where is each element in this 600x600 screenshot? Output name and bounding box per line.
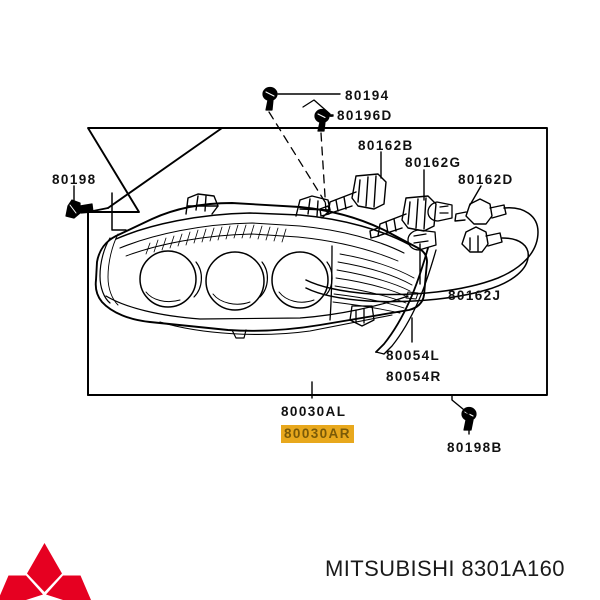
screw-80194-slot [265, 91, 275, 97]
callout-label-80194: 80194 [345, 88, 390, 103]
bezel-swoop-2 [259, 261, 268, 298]
callout-label-80162G: 80162G [405, 155, 462, 170]
callout-label-80162B: 80162B [358, 138, 414, 153]
leader-80198B-elbow [451, 395, 470, 415]
dashed-leader-80194 [268, 111, 331, 211]
dashed-leader-lines [268, 111, 331, 213]
wire-harness-clip [405, 291, 419, 300]
headlamp-right-divider [329, 245, 333, 321]
headlamp-outer-outline [94, 202, 428, 332]
lens-2-reflector [212, 293, 251, 305]
callout-label-80198: 80198 [52, 172, 97, 187]
bezel-swoop-1 [193, 261, 202, 298]
callout-label-80162D: 80162D [458, 172, 514, 187]
headlamp-upper-trim-band-3 [125, 233, 399, 262]
headlamp-lower-lens-edge [105, 295, 409, 320]
upper-mount-tab-left [185, 193, 219, 215]
wire-harness-upper [305, 207, 539, 296]
headlamp-upper-trim-band-2 [119, 222, 405, 254]
callout-label-80162J: 80162J [448, 288, 502, 303]
projector-lens-2 [205, 251, 265, 311]
border-chamfer-line [107, 127, 223, 209]
logo-diamond-top [27, 543, 62, 592]
callout-label-80030AR: 80030AR [281, 425, 354, 443]
headlamp-left-tip-2 [107, 233, 119, 306]
screw-80198-slot [69, 204, 77, 214]
socket-80162D [454, 198, 507, 225]
wedge-bulb-80162J [407, 229, 437, 251]
footer-brand-and-part-number: MITSUBISHI 8301A160 [325, 556, 565, 581]
headlamp-bottom-edge-detail [159, 314, 393, 335]
callout-label-80030AL: 80030AL [281, 404, 347, 419]
wire-harness-lower [305, 237, 529, 303]
callout-label-80054R: 80054R [386, 369, 442, 384]
projector-lens-3 [271, 251, 329, 309]
headlamp-bottom-tab [231, 329, 247, 339]
socket-80162D-lower [461, 226, 503, 253]
part-80054-trim-strip [375, 247, 429, 353]
bulb-80162G [369, 195, 437, 239]
headlamp-upper-hatching [145, 224, 287, 255]
projector-lens-1 [139, 250, 197, 308]
part-80054-trim-cap [375, 351, 385, 355]
callout-label-80198B: 80198B [447, 440, 503, 455]
leader-lines [73, 93, 482, 435]
lens-3-reflector [278, 291, 315, 303]
callout-label-80196D: 80196D [337, 108, 393, 123]
lens-1-reflector [145, 291, 181, 303]
logo-diamond-bottom-right [46, 575, 91, 600]
screw-80196D-slot [317, 113, 327, 119]
screw-80196D-bracket [302, 99, 331, 123]
mitsubishi-three-diamond-logo [0, 543, 91, 600]
leader-80162D [469, 185, 482, 206]
diagram-border-box [87, 127, 548, 396]
mount-bracket-left [111, 192, 127, 231]
callout-label-80054L: 80054L [386, 348, 441, 363]
part-80054-trim-strip-2 [383, 249, 437, 355]
logo-diamond-bottom-left [0, 575, 43, 600]
wedge-bulb-80162D-small [427, 201, 453, 222]
bulb-80162B [319, 173, 387, 217]
part-80054-clip [349, 305, 375, 327]
headlamp-left-tip [99, 237, 111, 304]
